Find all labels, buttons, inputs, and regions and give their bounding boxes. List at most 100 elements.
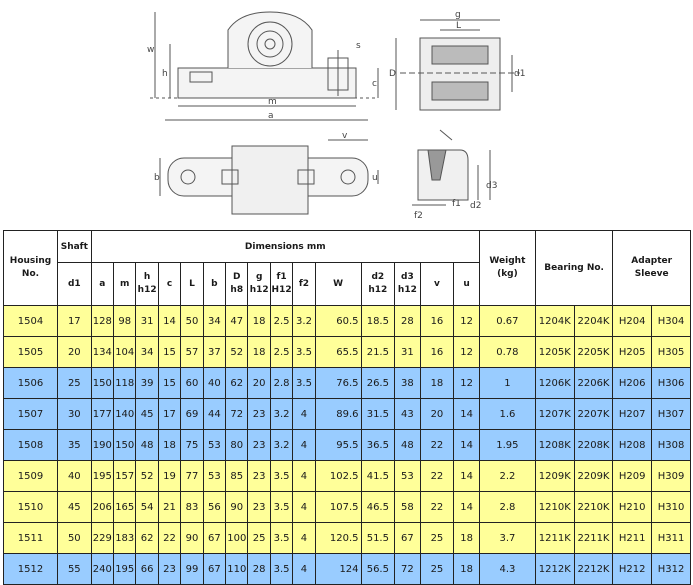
dimension-header-text: H12 bbox=[271, 285, 292, 295]
table-cell: 128 bbox=[90, 305, 115, 337]
drawing-label: d2 bbox=[470, 201, 481, 211]
detail-view bbox=[412, 129, 491, 206]
table-cell: 3.5 bbox=[292, 367, 316, 399]
table-cell: 25 bbox=[57, 367, 92, 399]
table-cell: 157 bbox=[113, 460, 137, 492]
table-cell: 2.8 bbox=[269, 367, 294, 399]
table-cell: 1212K bbox=[534, 553, 575, 585]
table-cell: 19 bbox=[157, 460, 182, 492]
drawing-label: b bbox=[154, 173, 160, 183]
table-cell: 52 bbox=[135, 460, 159, 492]
table-cell: 48 bbox=[135, 429, 159, 461]
table-cell: 80 bbox=[225, 429, 249, 461]
dimension-column-header: a bbox=[90, 262, 115, 306]
dimension-header-text: u bbox=[463, 278, 470, 289]
table-cell: 60.5 bbox=[314, 305, 362, 337]
table-cell: 1205K bbox=[534, 336, 575, 368]
table-cell: 2212K bbox=[573, 553, 614, 585]
table-cell: 67 bbox=[202, 553, 227, 585]
drawing-label: u bbox=[372, 173, 378, 183]
table-cell: 1.95 bbox=[478, 429, 536, 461]
table-cell: 55 bbox=[57, 553, 92, 585]
table-cell: 48 bbox=[394, 429, 421, 461]
table-cell: 3.5 bbox=[269, 460, 294, 492]
table-cell: 18 bbox=[419, 367, 455, 399]
dimension-header-text: g bbox=[255, 272, 263, 282]
table-cell: H204 bbox=[612, 305, 653, 337]
table-cell: H205 bbox=[612, 336, 653, 368]
dimension-column-header: m bbox=[113, 262, 137, 306]
drawing-label: f1 bbox=[452, 199, 461, 209]
dimension-header-text: h12 bbox=[368, 285, 388, 295]
drawing-label: a bbox=[268, 111, 274, 121]
table-cell: 0.78 bbox=[478, 336, 536, 368]
table-cell: 72 bbox=[225, 398, 249, 430]
table-cell: 25 bbox=[419, 522, 455, 554]
weight-header-line: Weight bbox=[489, 256, 526, 266]
table-cell: 18 bbox=[453, 522, 480, 554]
table-cell: 4 bbox=[292, 398, 316, 430]
table-cell: 165 bbox=[113, 491, 137, 523]
table-cell: 104 bbox=[113, 336, 137, 368]
table-cell: 2.8 bbox=[478, 491, 536, 523]
table-cell: 50 bbox=[180, 305, 204, 337]
adapter-header-line: Adapter bbox=[631, 256, 673, 266]
table-cell: 37 bbox=[202, 336, 227, 368]
table-cell: 4.3 bbox=[478, 553, 536, 585]
table-cell: 23 bbox=[247, 460, 271, 492]
dimension-header-text: D bbox=[233, 272, 241, 282]
table-cell: 1504 bbox=[3, 305, 58, 337]
shaft-header: Shaft bbox=[57, 230, 92, 263]
dimension-header-text: d2 bbox=[371, 272, 385, 282]
dimension-header-text: d3 bbox=[401, 272, 414, 282]
table-cell: 76.5 bbox=[314, 367, 362, 399]
table-cell: 23 bbox=[157, 553, 182, 585]
table-cell: 57 bbox=[180, 336, 204, 368]
table-cell: 1511 bbox=[3, 522, 58, 554]
table-cell: 107.5 bbox=[314, 491, 362, 523]
dimension-header-text: b bbox=[211, 278, 218, 289]
table-cell: 3.5 bbox=[269, 553, 294, 585]
table-cell: 206 bbox=[90, 491, 115, 523]
table-cell: 26.5 bbox=[360, 367, 396, 399]
table-cell: 31 bbox=[135, 305, 159, 337]
table-cell: 14 bbox=[453, 460, 480, 492]
table-cell: 1505 bbox=[3, 336, 58, 368]
dimension-column-header: u bbox=[453, 262, 480, 306]
dimension-column-header: c bbox=[157, 262, 182, 306]
table-cell: 22 bbox=[419, 491, 455, 523]
table-cell: H309 bbox=[651, 460, 691, 492]
table-cell: 23 bbox=[247, 429, 271, 461]
table-cell: 25 bbox=[247, 522, 271, 554]
table-cell: 140 bbox=[113, 398, 137, 430]
table-cell: 34 bbox=[135, 336, 159, 368]
table-cell: 2209K bbox=[573, 460, 614, 492]
table-cell: 118 bbox=[113, 367, 137, 399]
table-cell: H206 bbox=[612, 367, 653, 399]
table-cell: 85 bbox=[225, 460, 249, 492]
table-cell: 190 bbox=[90, 429, 115, 461]
table-cell: 90 bbox=[180, 522, 204, 554]
table-cell: 69 bbox=[180, 398, 204, 430]
table-cell: 150 bbox=[113, 429, 137, 461]
table-cell: 2205K bbox=[573, 336, 614, 368]
table-cell: 46.5 bbox=[360, 491, 396, 523]
table-cell: 3.5 bbox=[269, 522, 294, 554]
table-cell: 72 bbox=[394, 553, 421, 585]
dimension-header-text: h12 bbox=[397, 285, 417, 295]
table-cell: H212 bbox=[612, 553, 653, 585]
table-cell: 66 bbox=[135, 553, 159, 585]
table-cell: 1506 bbox=[3, 367, 58, 399]
top-view bbox=[159, 139, 379, 215]
table-cell: 28 bbox=[394, 305, 421, 337]
table-cell: 4 bbox=[292, 522, 316, 554]
dimension-column-header: v bbox=[419, 262, 455, 306]
table-cell: 3.2 bbox=[292, 305, 316, 337]
table-cell: 1509 bbox=[3, 460, 58, 492]
